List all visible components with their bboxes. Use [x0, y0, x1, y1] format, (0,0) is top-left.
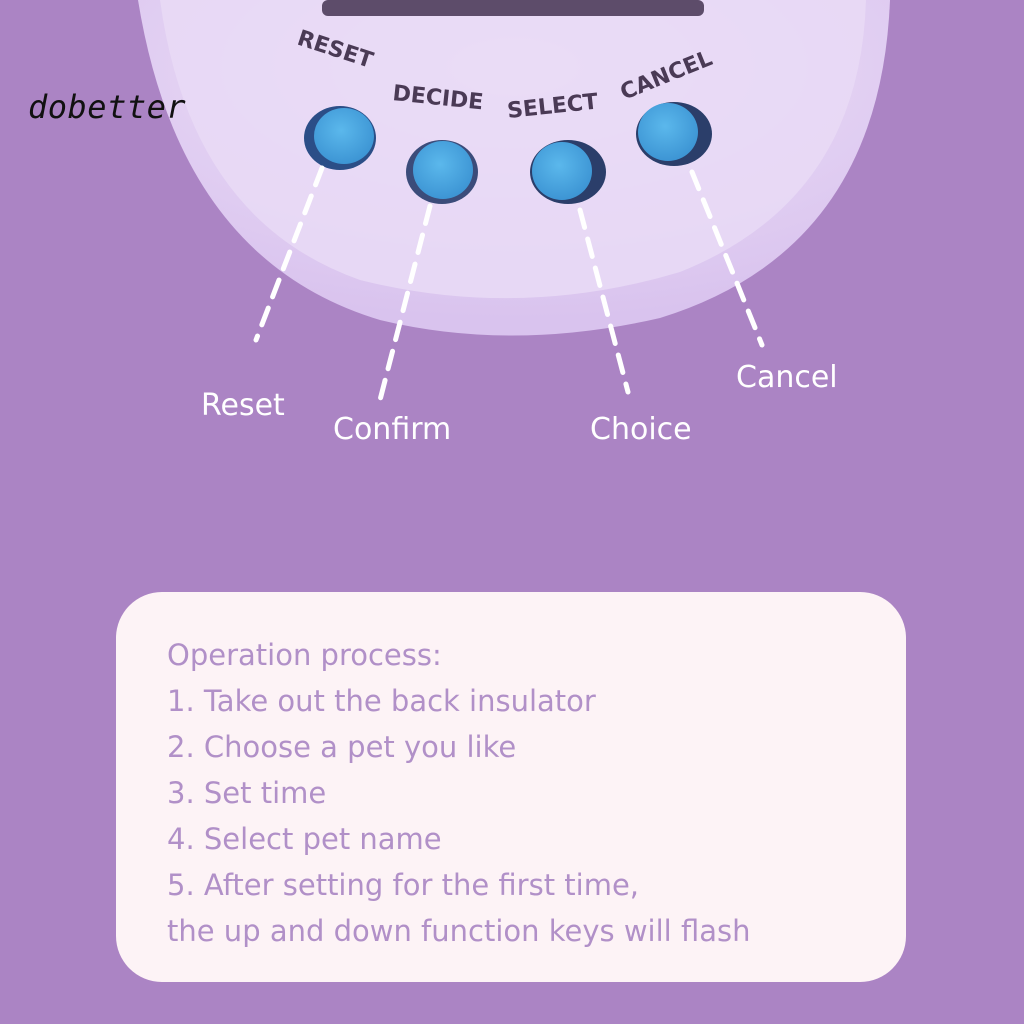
instruction-continuation: the up and down function keys will flash	[167, 914, 751, 948]
instruction-step: 2. Choose a pet you like	[167, 730, 517, 764]
callout-cancel: Cancel	[736, 360, 838, 395]
brand-watermark: dobetter	[28, 88, 187, 126]
instruction-step: 1. Take out the back insulator	[167, 684, 596, 718]
leader-line-choice	[577, 207, 631, 395]
device-face	[160, 0, 866, 299]
leader-line-cancel	[689, 169, 765, 348]
instruction-step: 3. Set time	[167, 776, 327, 810]
callout-reset: Reset	[201, 388, 285, 423]
cancel-button[interactable]	[636, 102, 712, 166]
instructions-card: Operation process: 1. Take out the back …	[116, 592, 906, 982]
instruction-step: 4. Select pet name	[167, 822, 442, 856]
leader-line-confirm	[377, 203, 433, 403]
leader-line-reset	[253, 165, 325, 343]
select-button[interactable]	[530, 140, 606, 204]
callout-confirm: Confirm	[333, 412, 452, 447]
instructions-title: Operation process:	[167, 638, 442, 672]
device-screen	[322, 0, 704, 16]
decide-button[interactable]	[406, 140, 478, 204]
callout-choice: Choice	[590, 412, 692, 447]
reset-button[interactable]	[304, 106, 376, 170]
instruction-step: 5. After setting for the first time,	[167, 868, 640, 902]
